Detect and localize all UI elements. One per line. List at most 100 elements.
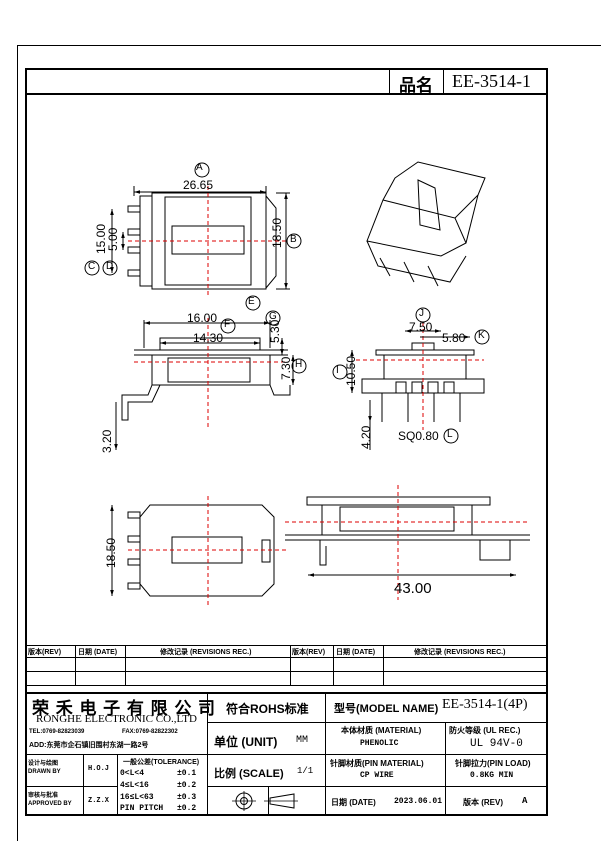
base-view — [285, 485, 530, 600]
approved-label-en: APPROVED BY — [28, 801, 72, 807]
label-f: F — [224, 319, 231, 330]
rev-col-header: 修改记录 (REVISIONS REC.) — [160, 649, 252, 656]
dim-g: 5.30 — [268, 319, 282, 343]
rev-col-header: 版本(REV) — [292, 649, 326, 656]
rev-col-divider — [290, 645, 291, 685]
dim-i: 10.50 — [344, 355, 358, 386]
drawn-label-cn: 设计与绘图 — [28, 761, 59, 767]
company-address: ADD:东莞市企石镇旧围村东湖一路2号 — [29, 742, 149, 749]
pin-material-label: 针脚材质(PIN MATERIAL) — [330, 759, 424, 768]
drawn-label-en: DRAWN BY — [28, 769, 61, 775]
rev-table-row — [25, 671, 548, 672]
side-view — [332, 307, 490, 450]
rev-col-divider — [333, 645, 334, 685]
tolerance-value: ±0.3 — [177, 793, 197, 802]
rev-col-divider — [75, 645, 76, 685]
scale-value: 1/1 — [297, 766, 314, 776]
drawn-by: H.O.J — [88, 765, 110, 773]
rev-col-header: 版本(REV) — [28, 649, 62, 656]
company-name-en: RONGHE ELECTRONIC CO.,LTD — [36, 713, 197, 725]
tolerance-range: 4≤L<16 — [120, 781, 149, 790]
label-i: I — [336, 365, 339, 376]
dim-front-pin: 3.20 — [100, 429, 114, 453]
rev-col-header: 日期 (DATE) — [336, 649, 376, 656]
label-d: D — [106, 261, 114, 272]
tolerance-range: 16≤L<63 — [120, 793, 154, 802]
tolerance-value: ±0.1 — [177, 769, 197, 778]
drawing-frame — [25, 68, 548, 816]
pin-material-value: CP WIRE — [360, 771, 394, 780]
approved-by: Z.Z.X — [88, 797, 110, 805]
dim-width: 26.65 — [183, 178, 214, 192]
pin-sq: SQ0.80 — [398, 429, 439, 443]
label-a: A — [196, 162, 203, 173]
pin-load-value: 0.8KG MIN — [470, 771, 514, 780]
front-view — [114, 295, 307, 450]
rev-table-top — [25, 645, 548, 646]
model-value: EE-3514-1(4P) — [442, 697, 528, 712]
part-label: 品名 — [399, 76, 433, 95]
label-h: H — [295, 359, 303, 370]
company-tel: TEL:0769-82823039 — [29, 729, 85, 735]
title-block-row — [25, 786, 117, 787]
label-g: G — [269, 311, 277, 322]
projection-symbol-icon — [232, 791, 298, 811]
dim-h: 7.30 — [279, 356, 293, 380]
rev-col-divider — [125, 645, 126, 685]
rev-value: A — [522, 796, 528, 806]
header-divider — [25, 93, 548, 95]
rohs-label: 符合ROHS标准 — [226, 702, 309, 716]
label-c: C — [88, 261, 96, 272]
iso-view — [366, 161, 486, 287]
date-value: 2023.06.01 — [394, 797, 443, 806]
title-block-row — [25, 754, 548, 755]
bottom-view — [110, 496, 288, 606]
rev-table-row — [25, 657, 548, 658]
fire-rating-label: 防火等级 (UL REC.) — [449, 726, 521, 735]
date-label: 日期 (DATE) — [331, 798, 376, 807]
dim-d: 5.00 — [106, 227, 120, 251]
rev-col-header: 日期 (DATE) — [78, 649, 118, 656]
tolerance-value: ±0.2 — [177, 804, 197, 813]
dim-bottom-height: 18.50 — [104, 537, 118, 568]
model-label: 型号(MODEL NAME) — [334, 703, 439, 715]
scale-label: 比例 (SCALE) — [214, 768, 284, 780]
approved-label-cn: 审核与批准 — [28, 793, 59, 799]
label-j: J — [419, 308, 424, 319]
rev-col-header: 修改记录 (REVISIONS REC.) — [414, 649, 506, 656]
tolerance-range: PIN PITCH — [120, 804, 164, 813]
label-e: E — [248, 296, 255, 307]
drawing-sheet — [17, 45, 601, 841]
rev-label: 版本 (REV) — [463, 798, 503, 807]
title-block-divider — [445, 722, 446, 816]
company-fax: FAX:0769-82822302 — [122, 729, 178, 735]
unit-label: 单位 (UNIT) — [214, 735, 278, 749]
top-view — [84, 162, 302, 298]
title-block-divider — [117, 754, 118, 816]
dim-base-width: 43.00 — [394, 580, 432, 597]
dim-side-pin: 4.20 — [359, 425, 373, 449]
tolerance-range: 0<L<4 — [120, 769, 145, 778]
header-separator — [389, 68, 390, 93]
label-l: L — [447, 429, 453, 440]
rev-col-divider — [383, 645, 384, 685]
dim-f: 14.30 — [193, 331, 224, 345]
rev-table-row — [25, 685, 548, 686]
fire-rating-value: UL 94V-0 — [470, 738, 523, 750]
material-label: 本体材质 (MATERIAL) — [341, 726, 422, 735]
title-block-divider — [83, 754, 84, 816]
dim-e: 16.00 — [187, 311, 218, 325]
label-b: B — [290, 234, 297, 245]
label-k: K — [478, 330, 485, 341]
title-block-top — [25, 692, 548, 694]
header-separator — [443, 68, 444, 93]
title-block-row — [207, 786, 548, 787]
company-name-cn: 荣 禾 电 子 有 限 公 司 — [32, 699, 217, 718]
title-block-row — [207, 722, 548, 723]
dim-j: 7.50 — [409, 320, 433, 334]
dim-height: 18.50 — [270, 217, 284, 248]
unit-value: MM — [296, 735, 309, 746]
pin-load-label: 针脚拉力(PIN LOAD) — [455, 759, 531, 768]
dim-k: 5.80 — [442, 331, 466, 345]
